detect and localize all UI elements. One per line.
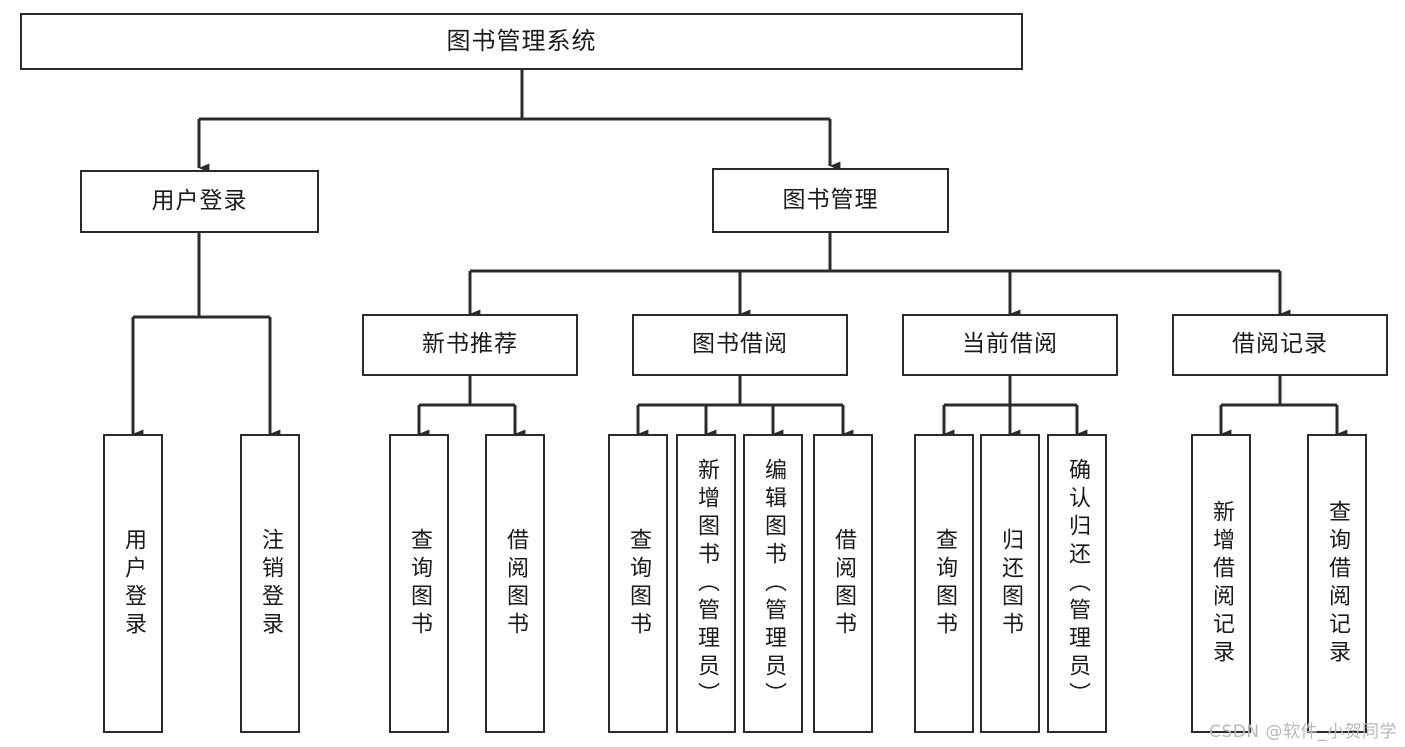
leaf-user-login-login[interactable]: 用户登录 xyxy=(103,434,163,733)
node-label: 确认归还（管理员） xyxy=(1065,457,1090,710)
node-borrow-record[interactable]: 借阅记录 xyxy=(1172,314,1388,376)
node-label: 注销登录 xyxy=(258,527,283,640)
leaf-current-borrow-confirm-return[interactable]: 确认归还（管理员） xyxy=(1047,434,1107,733)
leaf-borrow-record-add[interactable]: 新增借阅记录 xyxy=(1191,434,1251,733)
leaf-new-book-borrow[interactable]: 借阅图书 xyxy=(485,434,545,733)
node-book-management[interactable]: 图书管理 xyxy=(712,168,949,233)
node-book-borrow[interactable]: 图书借阅 xyxy=(632,314,848,376)
node-label: 用户登录 xyxy=(121,527,146,640)
node-label: 查询图书 xyxy=(932,527,957,640)
node-label: 借阅记录 xyxy=(1232,331,1328,358)
leaf-book-borrow-query[interactable]: 查询图书 xyxy=(608,434,668,733)
leaf-borrow-record-query[interactable]: 查询借阅记录 xyxy=(1307,434,1367,733)
node-user-login[interactable]: 用户登录 xyxy=(80,170,319,233)
node-label: 查询图书 xyxy=(407,527,432,640)
node-label: 查询图书 xyxy=(626,527,651,640)
node-label: 当前借阅 xyxy=(962,331,1058,358)
node-label: 新书推荐 xyxy=(422,331,518,358)
node-label: 归还图书 xyxy=(998,527,1023,640)
node-label: 图书管理 xyxy=(782,186,879,213)
leaf-book-borrow-borrow[interactable]: 借阅图书 xyxy=(813,434,873,733)
node-label: 用户登录 xyxy=(151,187,248,214)
node-root-book-management-system[interactable]: 图书管理系统 xyxy=(20,13,1023,70)
node-label: 图书管理系统 xyxy=(446,27,597,56)
node-label: 查询借阅记录 xyxy=(1325,499,1350,668)
watermark-text: CSDN @软件_小贺同学 xyxy=(1209,722,1397,742)
node-label: 新增图书（管理员） xyxy=(694,457,719,710)
node-label: 图书借阅 xyxy=(692,331,788,358)
leaf-user-login-logout[interactable]: 注销登录 xyxy=(240,434,300,733)
leaf-current-borrow-return[interactable]: 归还图书 xyxy=(980,434,1040,733)
leaf-current-borrow-query[interactable]: 查询图书 xyxy=(914,434,974,733)
node-label: 新增借阅记录 xyxy=(1209,499,1234,668)
leaf-book-borrow-add[interactable]: 新增图书（管理员） xyxy=(676,434,736,733)
node-label: 借阅图书 xyxy=(503,527,528,640)
leaf-new-book-query[interactable]: 查询图书 xyxy=(389,434,449,733)
node-current-borrow[interactable]: 当前借阅 xyxy=(902,314,1118,376)
node-label: 借阅图书 xyxy=(831,527,856,640)
leaf-book-borrow-edit[interactable]: 编辑图书（管理员） xyxy=(743,434,803,733)
node-new-book-recommend[interactable]: 新书推荐 xyxy=(362,314,578,376)
node-label: 编辑图书（管理员） xyxy=(761,457,786,710)
